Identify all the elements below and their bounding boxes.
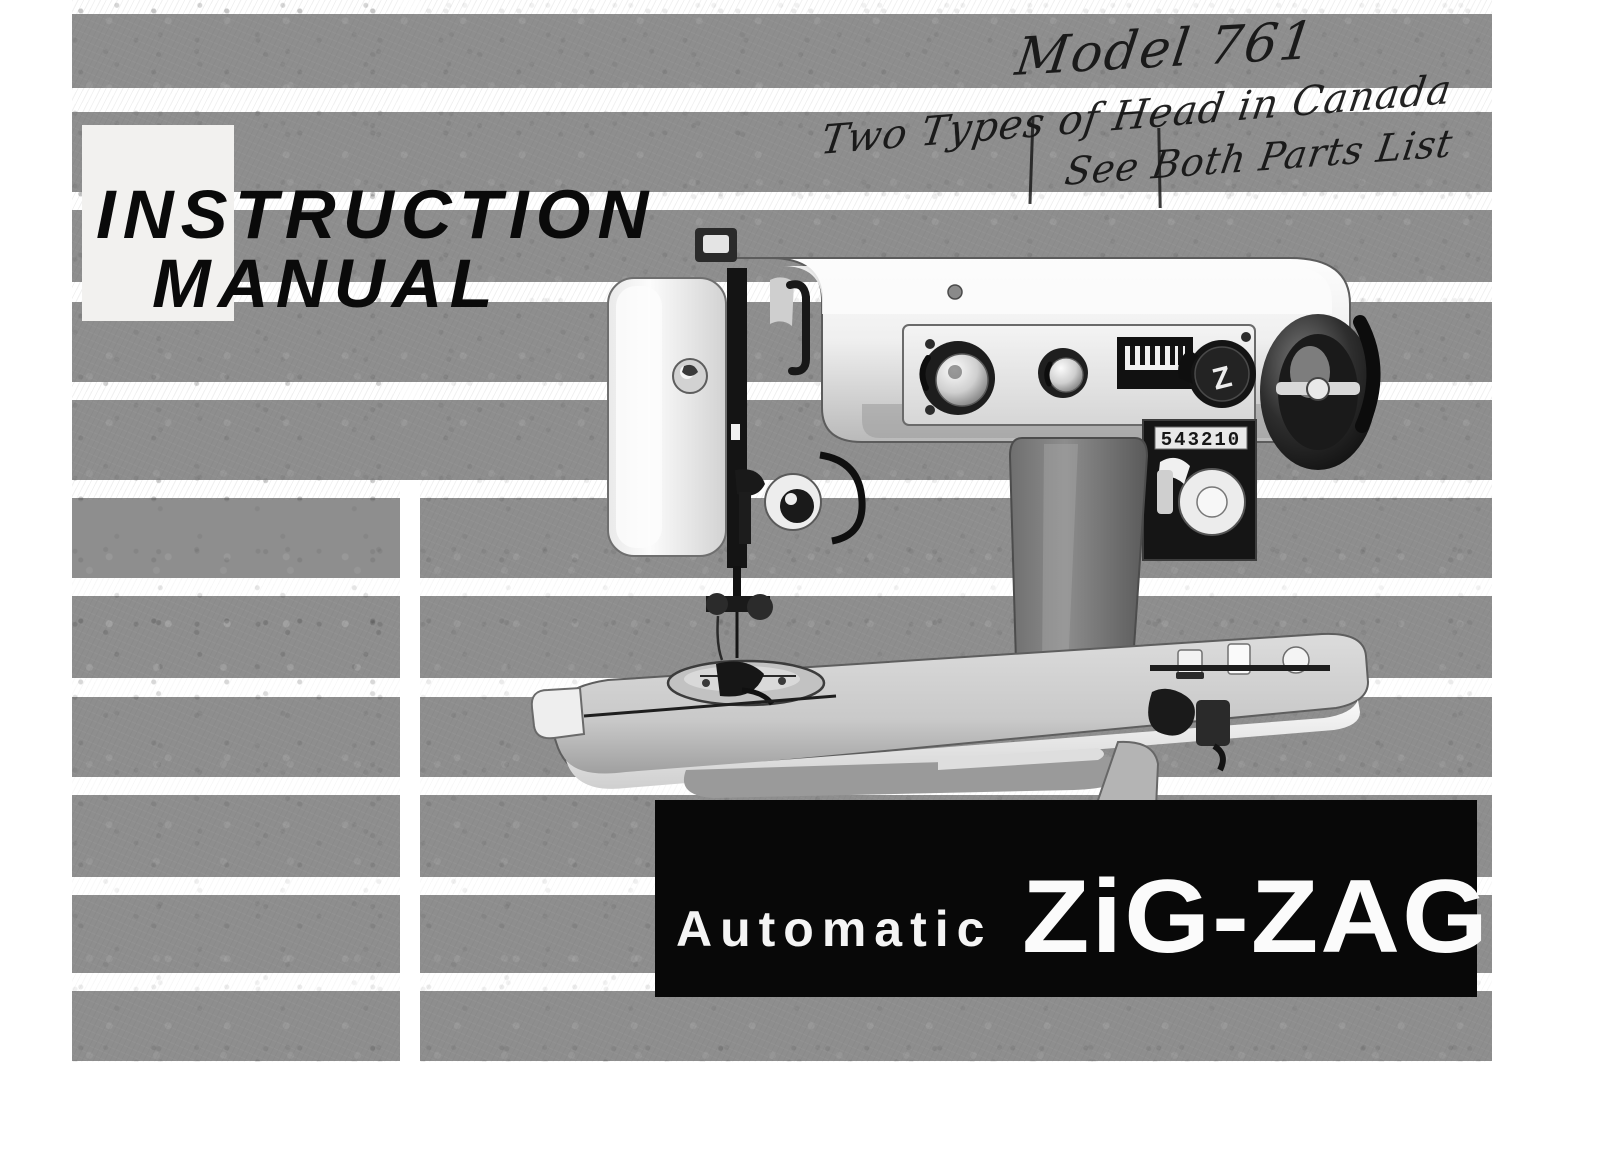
stripe — [72, 400, 1492, 480]
product-banner — [655, 800, 1477, 997]
page-title-line-1: INSTRUCTION — [96, 176, 656, 253]
stripe — [420, 498, 1492, 578]
stripe — [72, 991, 400, 1061]
stripe — [72, 895, 400, 973]
stripe — [72, 112, 1492, 192]
stripe — [420, 697, 1492, 777]
title-backing-panel — [82, 125, 234, 321]
banner-automatic-label: Automatic — [676, 901, 993, 957]
stripe — [72, 697, 400, 777]
banner-product-label: ZiG-ZAG — [1022, 859, 1490, 975]
stripe — [72, 14, 1492, 88]
stripe — [72, 795, 400, 877]
stripe — [72, 498, 420, 578]
stripe — [420, 991, 1492, 1061]
stripe — [420, 596, 1492, 678]
page-title-line-2: MANUAL — [152, 245, 500, 322]
stripe — [72, 596, 400, 678]
stripe-gutter — [400, 480, 420, 1062]
